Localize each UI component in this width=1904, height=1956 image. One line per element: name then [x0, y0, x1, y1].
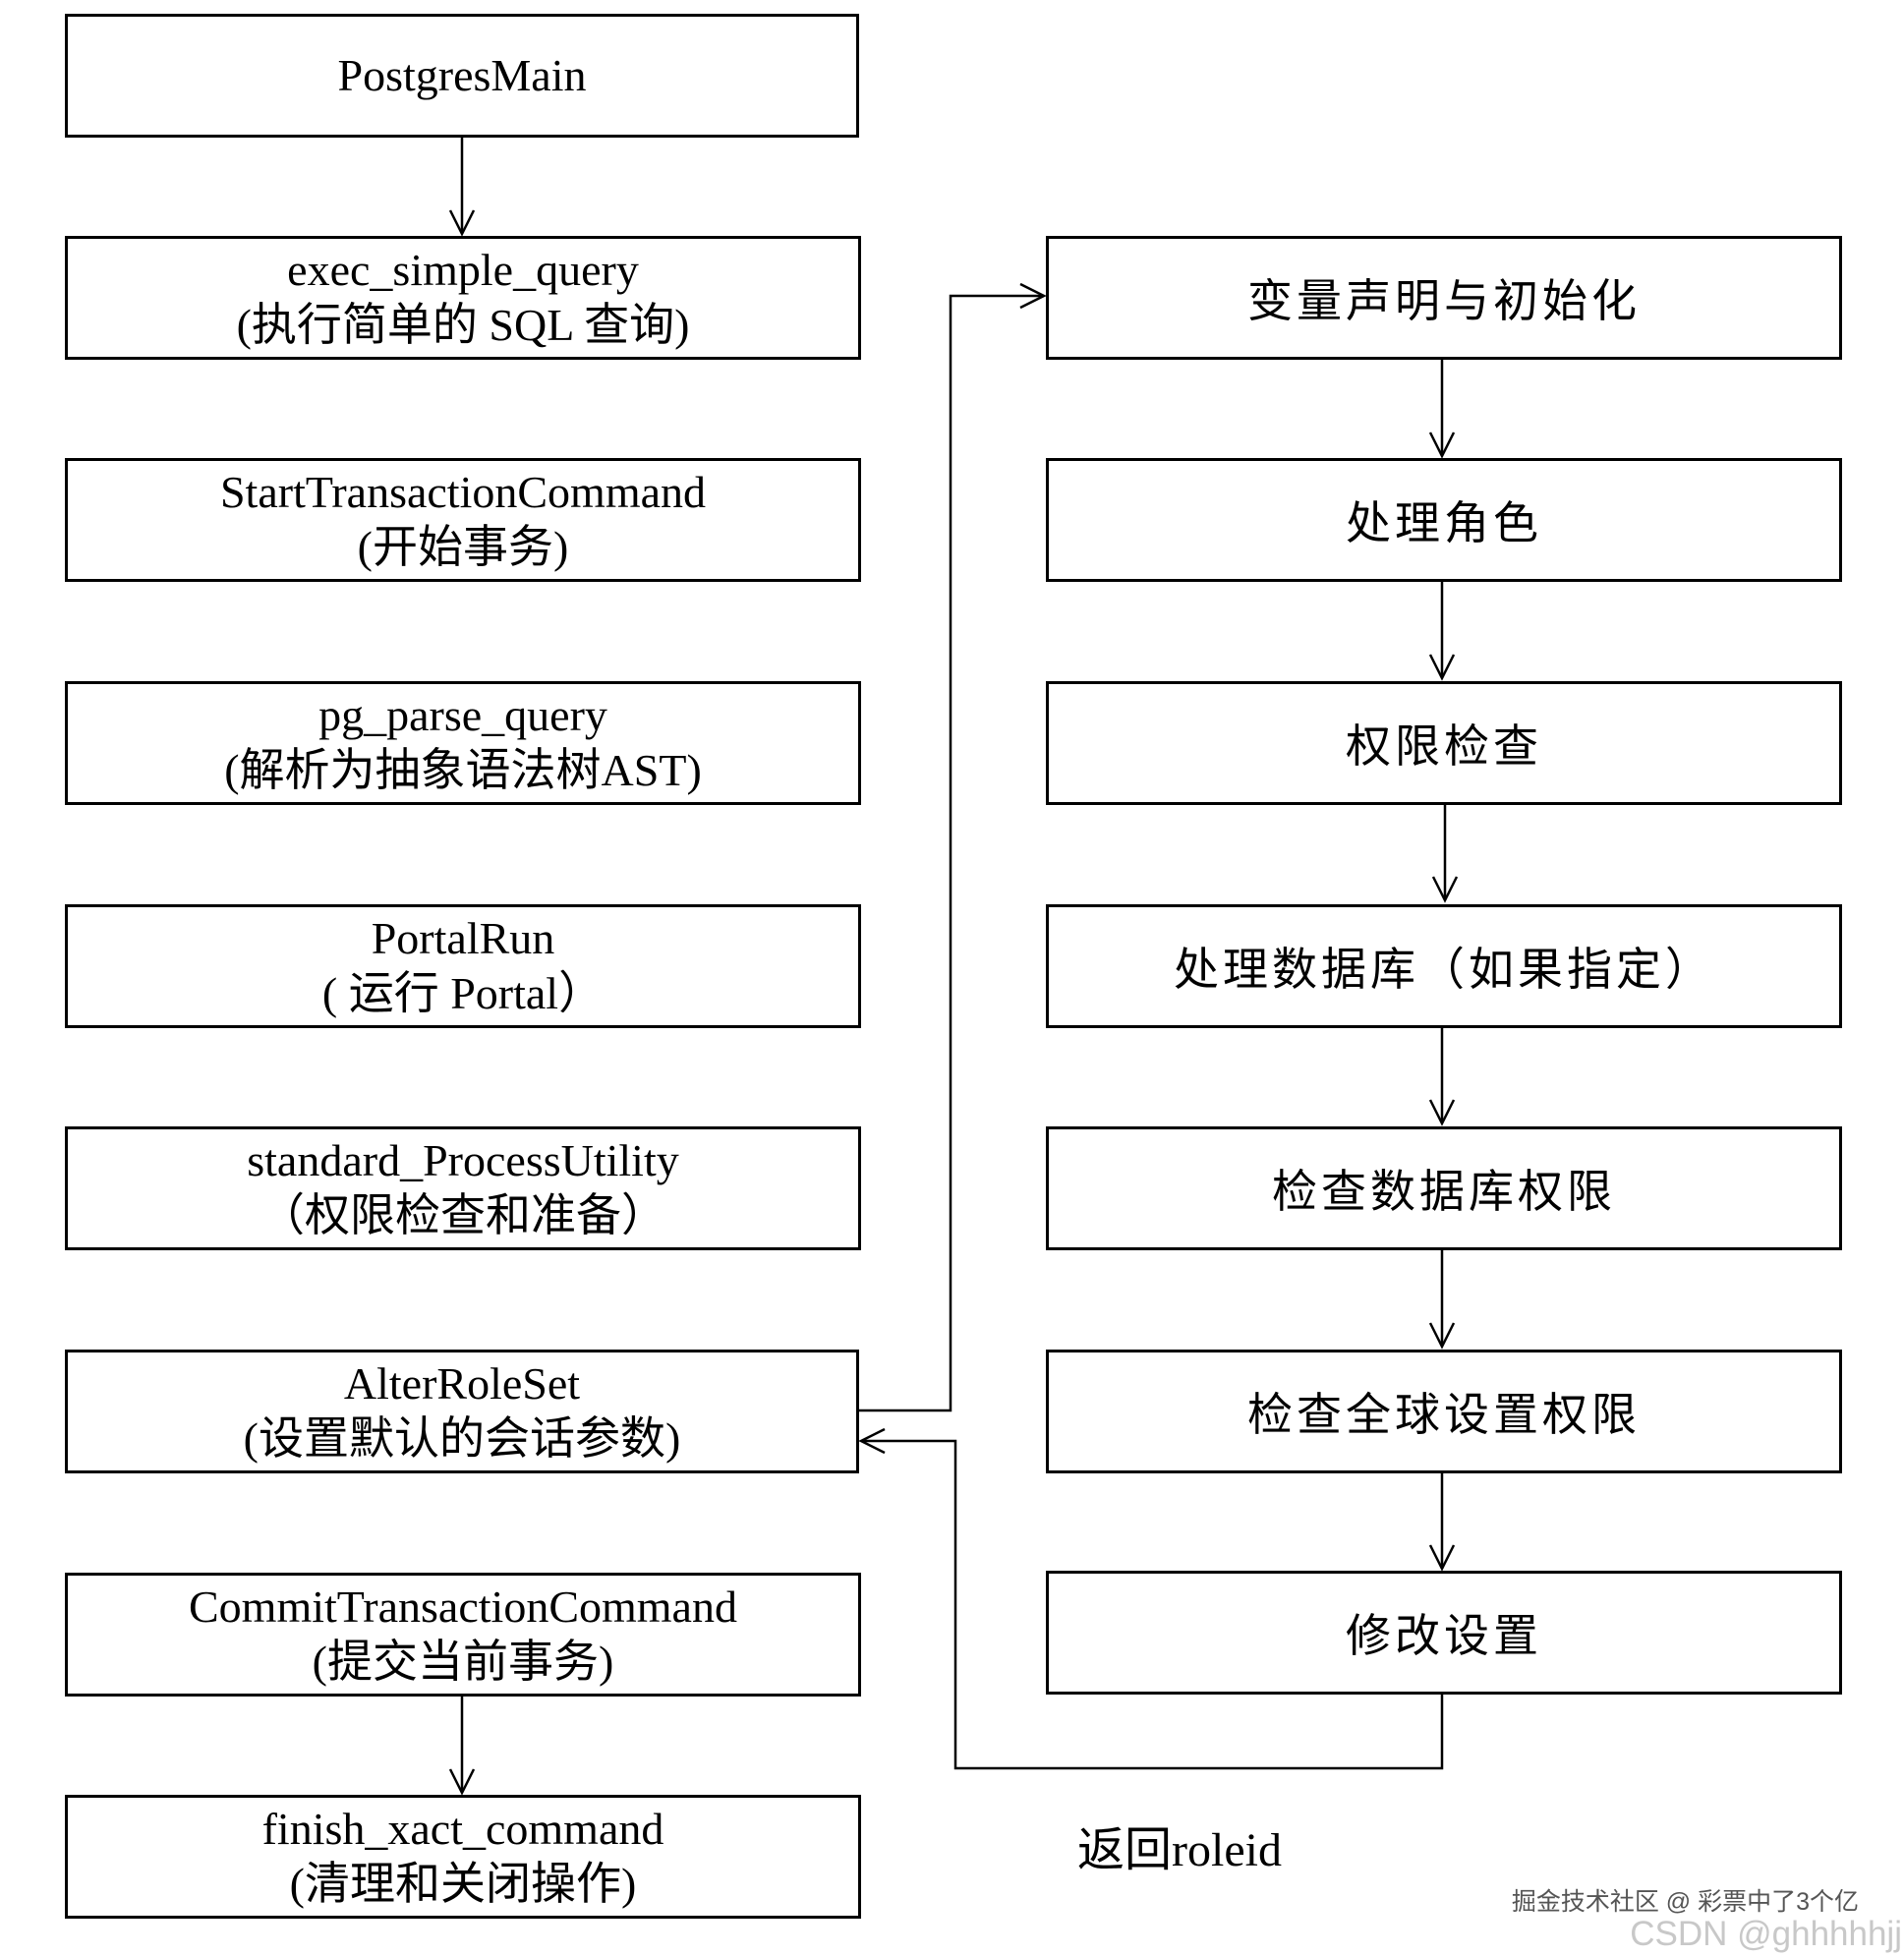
- box-handle-database: 处理数据库（如果指定）: [1046, 904, 1842, 1028]
- box-subtitle: （权限检查和准备）: [260, 1190, 666, 1240]
- box-postgresmain: PostgresMain: [65, 14, 859, 138]
- box-variable-init: 变量声明与初始化: [1046, 236, 1842, 360]
- box-modify-settings: 修改设置: [1046, 1571, 1842, 1695]
- box-title: PostgresMain: [337, 50, 587, 100]
- box-subtitle: (解析为抽象语法树AST): [224, 745, 702, 795]
- box-check-database-permission: 检查数据库权限: [1046, 1126, 1842, 1250]
- box-check-global-permission: 检查全球设置权限: [1046, 1350, 1842, 1473]
- box-title: PortalRun: [371, 913, 555, 963]
- arrow-return-roleid: [858, 1427, 1444, 1770]
- box-title: finish_xact_command: [261, 1804, 664, 1854]
- box-label: 检查数据库权限: [1272, 1167, 1616, 1217]
- box-alterroleset: AlterRoleSet (设置默认的会话参数): [65, 1350, 859, 1473]
- box-pg-parse-query: pg_parse_query (解析为抽象语法树AST): [65, 681, 861, 805]
- box-label: 权限检查: [1346, 721, 1542, 772]
- box-label: 处理数据库（如果指定）: [1174, 945, 1714, 995]
- arrow-alterroleset-to-init: [858, 282, 1047, 1412]
- box-subtitle: ( 运行 Portal）: [321, 968, 605, 1018]
- box-handle-role: 处理角色: [1046, 458, 1842, 582]
- box-title: exec_simple_query: [287, 245, 639, 295]
- watermark-csdn: CSDN @ghhhhhjj: [1630, 1915, 1902, 1953]
- box-title: pg_parse_query: [318, 690, 607, 740]
- box-start-transaction-command: StartTransactionCommand (开始事务): [65, 458, 861, 582]
- box-title: CommitTransactionCommand: [189, 1582, 737, 1632]
- box-finish-xact-command: finish_xact_command (清理和关闭操作): [65, 1795, 861, 1919]
- box-subtitle: (开始事务): [357, 522, 569, 572]
- box-title: AlterRoleSet: [343, 1358, 581, 1409]
- box-label: 检查全球设置权限: [1247, 1390, 1641, 1440]
- return-roleid-label: 返回roleid: [1077, 1824, 1282, 1876]
- box-permission-check: 权限检查: [1046, 681, 1842, 805]
- box-title: StartTransactionCommand: [219, 467, 707, 517]
- box-portalrun: PortalRun ( 运行 Portal）: [65, 904, 861, 1028]
- box-label: 修改设置: [1346, 1611, 1542, 1661]
- box-label: 变量声明与初始化: [1247, 276, 1641, 326]
- box-subtitle: (提交当前事务): [312, 1637, 614, 1687]
- watermark-juejin: 掘金技术社区 @ 彩票中了3个亿: [1511, 1888, 1859, 1916]
- box-commit-transaction-command: CommitTransactionCommand (提交当前事务): [65, 1573, 861, 1697]
- box-standard-processutility: standard_ProcessUtility （权限检查和准备）: [65, 1126, 861, 1250]
- box-subtitle: (执行简单的 SQL 查询): [236, 300, 690, 350]
- box-subtitle: (设置默认的会话参数): [243, 1413, 681, 1464]
- box-title: standard_ProcessUtility: [247, 1135, 679, 1185]
- box-exec-simple-query: exec_simple_query (执行简单的 SQL 查询): [65, 236, 861, 360]
- box-subtitle: (清理和关闭操作): [289, 1859, 637, 1909]
- box-label: 处理角色: [1346, 498, 1542, 548]
